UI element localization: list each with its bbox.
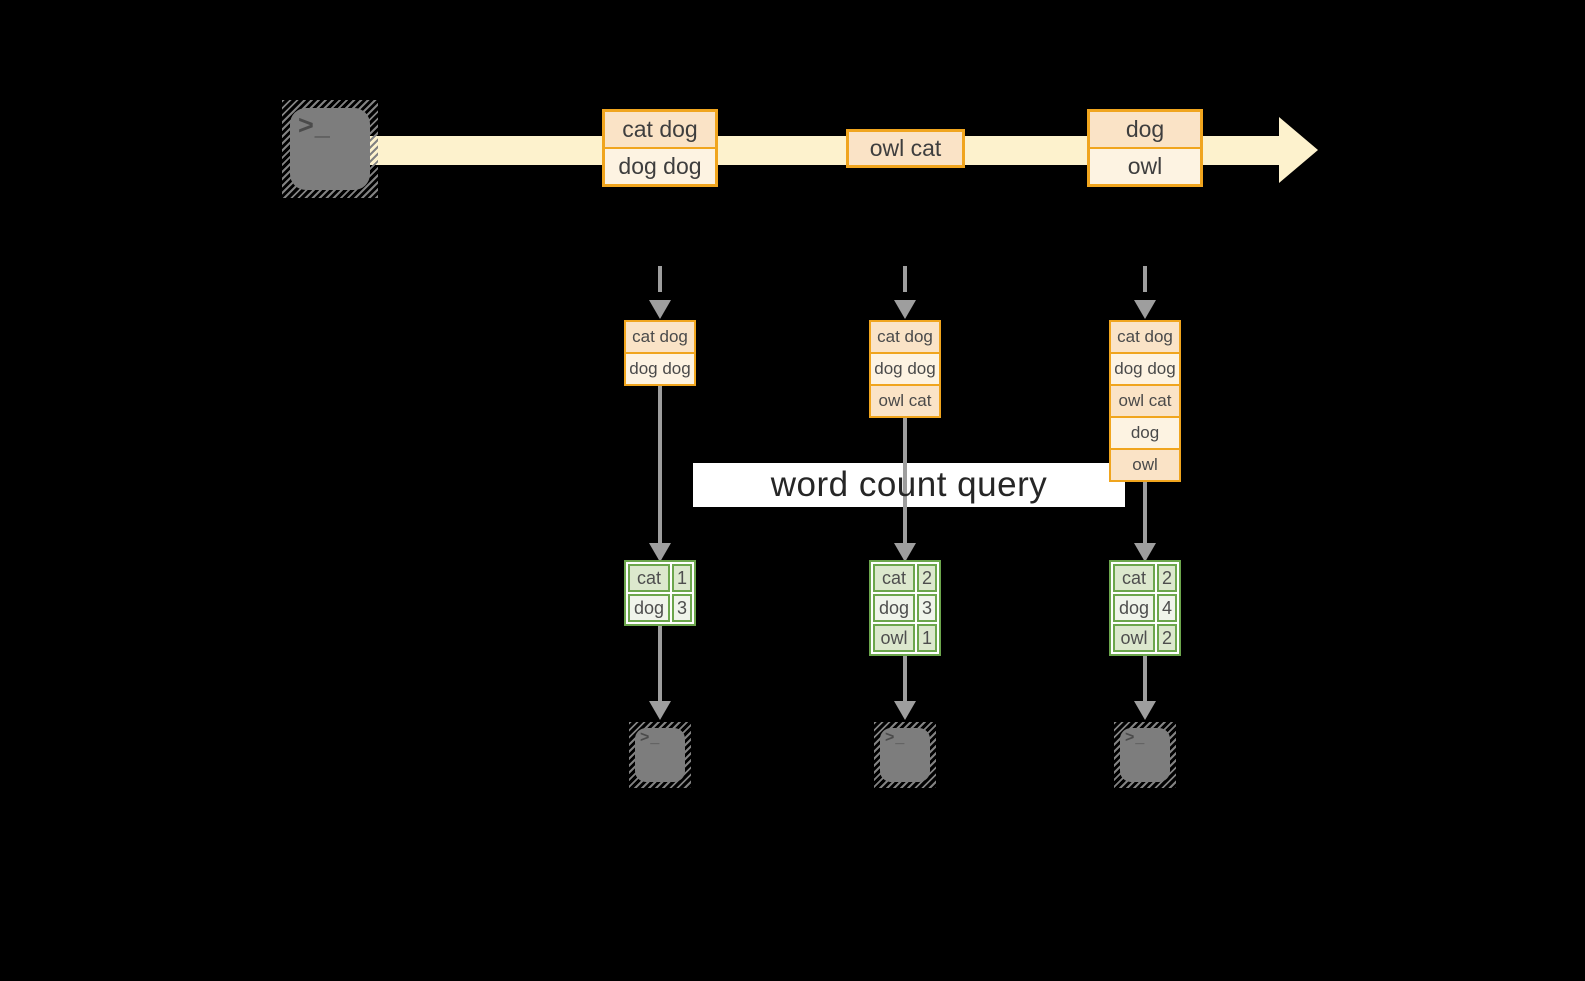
count-table-1: cat 1 dog 3 bbox=[624, 560, 696, 626]
state-record: owl cat bbox=[871, 386, 939, 416]
terminal-prompt-icon: >_ bbox=[640, 729, 661, 746]
terminal-body bbox=[880, 728, 930, 782]
event-record: dog dog bbox=[605, 149, 715, 184]
count-word-cell: owl bbox=[1113, 624, 1155, 652]
count-value-cell: 2 bbox=[917, 564, 937, 592]
event-record: owl bbox=[1090, 149, 1200, 184]
stream-arrow-head-icon bbox=[1279, 117, 1318, 183]
consumer-terminal-icon: >_ bbox=[629, 722, 691, 788]
terminal-prompt-icon: >_ bbox=[298, 110, 331, 140]
state-record: dog bbox=[1111, 418, 1179, 448]
state-record: cat dog bbox=[1111, 322, 1179, 352]
state-record: owl cat bbox=[1111, 386, 1179, 416]
count-table-2: cat 2 dog 3 owl 1 bbox=[869, 560, 941, 656]
down-arrow-icon bbox=[1134, 482, 1156, 562]
terminal-body bbox=[290, 108, 370, 190]
event-record: dog bbox=[1090, 112, 1200, 147]
state-record: cat dog bbox=[626, 322, 694, 352]
count-value-cell: 2 bbox=[1157, 624, 1177, 652]
down-arrow-icon bbox=[894, 418, 916, 562]
down-arrow-icon bbox=[894, 656, 916, 720]
count-value-cell: 3 bbox=[672, 594, 692, 622]
count-value-cell: 1 bbox=[917, 624, 937, 652]
count-word-cell: cat bbox=[873, 564, 915, 592]
stream-event-box-1: cat dog dog dog bbox=[602, 109, 718, 187]
state-record: dog dog bbox=[1111, 354, 1179, 384]
stream-event-box-3: dog owl bbox=[1087, 109, 1203, 187]
state-record: owl bbox=[1111, 450, 1179, 480]
query-label-background bbox=[693, 463, 1125, 507]
count-word-cell: dog bbox=[1113, 594, 1155, 622]
state-stack-2: cat dog dog dog owl cat bbox=[869, 320, 941, 418]
consumer-terminal-icon: >_ bbox=[874, 722, 936, 788]
state-record: dog dog bbox=[871, 354, 939, 384]
count-word-cell: cat bbox=[628, 564, 670, 592]
count-word-cell: cat bbox=[1113, 564, 1155, 592]
state-stack-3: cat dog dog dog owl cat dog owl bbox=[1109, 320, 1181, 482]
state-stack-1: cat dog dog dog bbox=[624, 320, 696, 386]
down-arrow-icon bbox=[649, 386, 671, 562]
count-word-cell: dog bbox=[873, 594, 915, 622]
terminal-prompt-icon: >_ bbox=[885, 729, 906, 746]
query-label: word count query bbox=[770, 465, 1048, 504]
producer-terminal-icon: >_ bbox=[282, 100, 378, 198]
dashed-down-arrow-icon bbox=[894, 266, 916, 319]
terminal-prompt-icon: >_ bbox=[1125, 729, 1146, 746]
count-value-cell: 3 bbox=[917, 594, 937, 622]
state-record: dog dog bbox=[626, 354, 694, 384]
count-value-cell: 4 bbox=[1157, 594, 1177, 622]
count-value-cell: 2 bbox=[1157, 564, 1177, 592]
dashed-down-arrow-icon bbox=[649, 266, 671, 319]
count-word-cell: dog bbox=[628, 594, 670, 622]
state-record: cat dog bbox=[871, 322, 939, 352]
event-record: cat dog bbox=[605, 112, 715, 147]
down-arrow-icon bbox=[649, 626, 671, 720]
down-arrow-icon bbox=[1134, 656, 1156, 720]
count-word-cell: owl bbox=[873, 624, 915, 652]
event-record: owl cat bbox=[849, 132, 962, 165]
terminal-body bbox=[635, 728, 685, 782]
consumer-terminal-icon: >_ bbox=[1114, 722, 1176, 788]
count-value-cell: 1 bbox=[672, 564, 692, 592]
stream-event-box-2: owl cat bbox=[846, 129, 965, 168]
dashed-down-arrow-icon bbox=[1134, 266, 1156, 319]
count-table-3: cat 2 dog 4 owl 2 bbox=[1109, 560, 1181, 656]
terminal-body bbox=[1120, 728, 1170, 782]
